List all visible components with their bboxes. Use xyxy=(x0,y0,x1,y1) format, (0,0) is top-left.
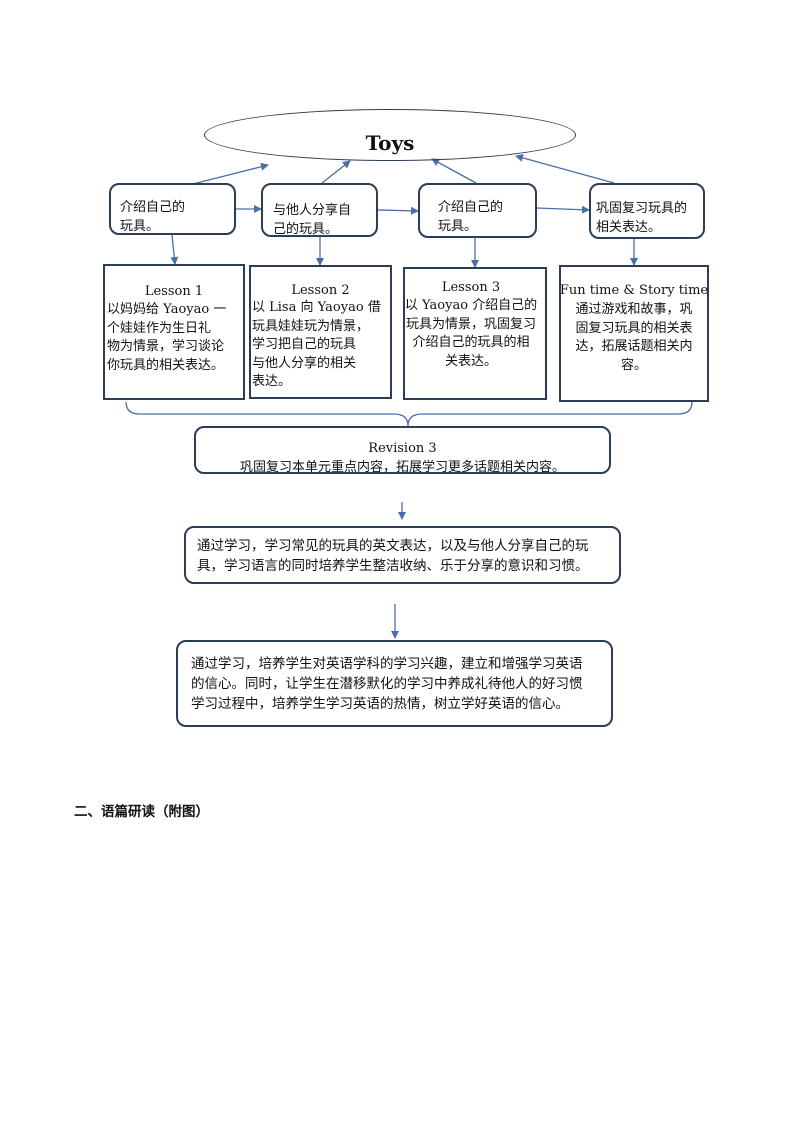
section-heading: 二、语篇研读（附图） xyxy=(74,804,209,820)
lesson-box-3 xyxy=(403,267,547,400)
objective-text-1: 介绍自己的 玩具。 xyxy=(120,200,186,234)
revision-box xyxy=(194,426,611,474)
lesson-text-1: 以妈妈给 Yaoyao 一 个娃娃作为生日礼 物为情景，学习谈论 你玩具的相关表… xyxy=(107,302,227,373)
lesson-title-3: Lesson 3 xyxy=(441,280,501,295)
objective-box-3 xyxy=(418,183,537,238)
objective-text-4: 巩固复习玩具的 相关表达。 xyxy=(596,201,688,235)
goal-knowledge-text: 通过学习，学习常见的玩具的英文表达，以及与他人分享自己的玩 具，学习语言的同时培… xyxy=(197,538,589,574)
objective-box-1 xyxy=(109,183,236,235)
lesson-text-4: 通过游戏和故事，巩 固复习玩具的相关表 达，拓展话题相关内 容。 xyxy=(575,302,693,373)
objective-box-4 xyxy=(589,183,705,239)
goal-knowledge-box xyxy=(184,526,621,584)
goal-attitude-box xyxy=(176,640,613,727)
lesson-box-2 xyxy=(249,265,392,399)
lesson-box-1 xyxy=(103,264,245,400)
objective-box-2 xyxy=(261,183,378,237)
goal-attitude-text: 通过学习，培养学生对英语学科的学习兴趣，建立和增强学习英语 的信心。同时，让学生… xyxy=(191,656,583,712)
objective-text-2: 与他人分享自 己的玩具。 xyxy=(273,203,352,237)
lesson-text-3: 以 Yaoyao 介绍自己的 玩具为情景，巩固复习 介绍自己的玩具的相 关表达。 xyxy=(404,298,538,369)
lesson-title-4: Fun time & Story time xyxy=(559,283,709,298)
lesson-title-2: Lesson 2 xyxy=(291,283,350,298)
revision-title: Revision 3 xyxy=(368,441,437,456)
lesson-title-1: Lesson 1 xyxy=(144,284,204,299)
objective-text-3: 介绍自己的 玩具。 xyxy=(438,200,504,234)
topic-title: Toys xyxy=(365,131,415,155)
topic-ellipse xyxy=(204,109,576,161)
revision-text: 巩固复习本单元重点内容，拓展学习更多话题相关内容。 xyxy=(239,460,565,475)
lesson-text-2: 以 Lisa 向 Yaoyao 借 玩具娃娃玩为情景， 学习把自己的玩具 与他人… xyxy=(252,300,381,389)
lesson-box-4 xyxy=(559,265,709,402)
